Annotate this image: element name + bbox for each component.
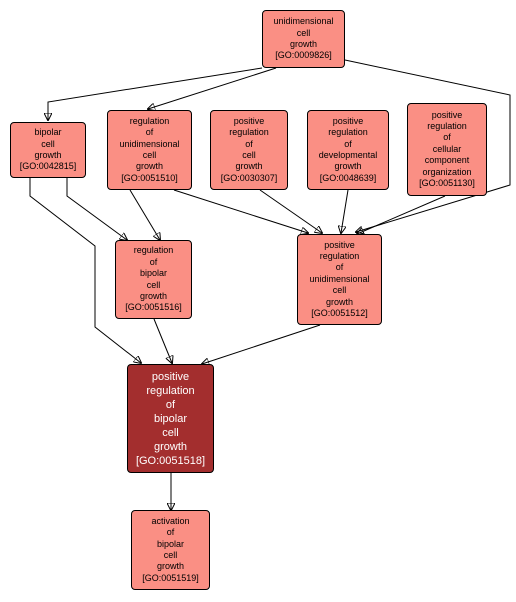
node-label-line: of [165, 398, 176, 411]
node-label-line: cell [242, 150, 256, 160]
node-label-line: positive [324, 239, 355, 250]
node-label-line: regulation [319, 250, 360, 261]
node-label-line: positive [151, 370, 190, 383]
node-label-line: regulation [328, 127, 368, 138]
node-label-line: growth [34, 150, 62, 160]
node-label-line: bipolar [153, 412, 188, 425]
edge-0048639-to-0051512 [341, 189, 349, 233]
node-label-line: regulation [133, 245, 174, 256]
node-label-line: [GO:0030307] [220, 172, 278, 183]
node-label-line: positive [233, 115, 265, 126]
node-label-line: of [335, 262, 344, 273]
node-label-line: cell [41, 138, 55, 149]
node-label-line: of [344, 138, 352, 149]
node-label-line: of [245, 138, 253, 149]
node-label-line: [GO:0051519] [142, 572, 199, 583]
node-label-line: growth [325, 296, 353, 307]
node-label-line: cell [332, 285, 347, 296]
node-label-line: activation [151, 515, 190, 526]
node-label-line: [GO:0051510] [121, 172, 178, 183]
node-label-line: cell [142, 150, 157, 160]
node-label-line: positive [332, 115, 364, 126]
node-label-line: bipolar [156, 538, 185, 549]
node-label-line: cell [296, 27, 311, 38]
node-label-line: [GO:0009826] [275, 50, 332, 61]
node-label-line: of [166, 527, 175, 538]
node-label-line: positive [431, 109, 463, 120]
node-label-line: regulation [129, 115, 170, 126]
node-label-line: growth [334, 161, 362, 172]
edge-0051516-to-0051518 [153, 318, 172, 363]
node-label-line: component [424, 155, 470, 166]
node-label-line: [GO:0048639] [319, 172, 377, 183]
node-label-line: unidimensional [309, 273, 370, 284]
node-label-line: of [149, 256, 158, 267]
node-label-line: growth [235, 161, 263, 172]
edge-0051512-to-0051518 [202, 324, 321, 364]
node-label-line: regulation [427, 120, 467, 131]
edge-0051130-to-0051512 [357, 195, 446, 234]
edge-0009826-to-0051510 [148, 67, 277, 109]
node-label-line: growth [156, 561, 184, 572]
edge-0009826-to-0042815 [48, 67, 263, 120]
edge-0042815-to-0051516 [66, 178, 127, 240]
node-label-line: unidimensional [119, 138, 180, 149]
node-label-line: of [145, 127, 154, 138]
node-label-line: [GO:0042815] [19, 161, 77, 172]
node-label-line: growth [139, 290, 167, 301]
node-label-line: organization [422, 166, 472, 177]
node-label-line: [GO:0051518] [135, 454, 206, 467]
node-label-line: growth [135, 161, 163, 172]
edge-0030307-to-0051512 [259, 189, 322, 233]
node-label-line: cell [146, 279, 161, 290]
edge-0042815-to-0051518 [29, 178, 141, 363]
node-label-line: cell [163, 550, 178, 560]
node-label-line: developmental [318, 150, 378, 160]
node-label-line: [GO:0051130] [419, 178, 475, 189]
node-label-line: of [443, 132, 451, 143]
node-label-line: unidimensional [273, 16, 334, 27]
node-label-line: [GO:0051512] [311, 308, 368, 319]
node-label-line: cellular [432, 143, 462, 154]
node-label-line: [GO:0051516] [125, 302, 182, 313]
edge-0009826-to-0051512 [344, 59, 511, 232]
edge-0051510-to-0051512 [173, 189, 308, 233]
node-label-line: bipolar [139, 268, 168, 279]
node-label-line: growth [289, 39, 317, 49]
edge-0051510-to-0051516 [129, 189, 160, 240]
node-label-line: regulation [146, 384, 195, 397]
node-label-line: bipolar [34, 127, 62, 138]
node-label-line: regulation [229, 127, 269, 138]
node-label-line: growth [153, 440, 188, 453]
node-label-line: cell [162, 426, 179, 439]
